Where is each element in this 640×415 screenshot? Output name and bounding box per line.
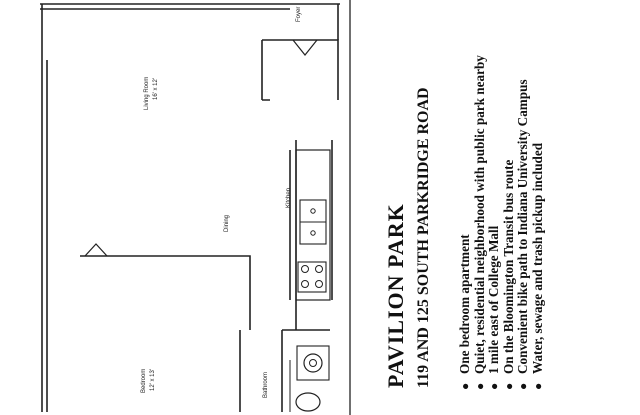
room-label-kitchen: Kitchen: [286, 188, 292, 208]
bathroom-sink: [303, 353, 323, 373]
room-label-bedroom: Bedroom: [141, 369, 147, 393]
stove-burner-2: [315, 265, 323, 273]
foyer-closet-door: [292, 39, 318, 56]
bullet-icon: ●: [530, 382, 545, 390]
property-name: PAVILION PARK: [383, 203, 408, 388]
feature-text: Quiet, residential neighborhood with pub…: [471, 55, 487, 374]
room-size-bedroom: 12' x 13': [150, 369, 156, 391]
room-label-bathroom: Bathroom: [263, 372, 269, 398]
feature-text: Water, sewage and trash pickup included: [529, 142, 545, 374]
feature-text: 1 mile east of College Mall: [486, 225, 502, 374]
bullet-icon: ●: [487, 382, 502, 390]
room-label-foyer: Foyer: [296, 7, 302, 22]
bullet-icon: ●: [458, 382, 472, 390]
bathroom-vanity: [296, 345, 330, 381]
feature-text: On the Bloomington Transit bus route: [500, 159, 516, 374]
dining-partition: [80, 255, 251, 330]
kitchen-counter: [295, 149, 331, 301]
bedroom-door: [84, 243, 108, 257]
room-label-dining: Dining: [224, 215, 230, 232]
sink-drain-2: [310, 230, 316, 236]
sink-drain-1: [310, 208, 316, 214]
list-item: ● Water, sewage and trash pickup included: [529, 55, 546, 390]
stove-burner-1: [301, 265, 309, 273]
bathroom-wall: [281, 300, 330, 412]
toilet: [295, 392, 321, 412]
kitchen-stove: [297, 261, 327, 293]
list-item: ● 1 mile east of College Mall: [486, 55, 502, 390]
bullet-icon: ●: [516, 382, 531, 390]
list-item: ● One bedroom apartment: [457, 55, 473, 390]
property-address: 119 AND 125 SOUTH PARKRIDGE ROAD: [415, 87, 432, 388]
room-size-living-room: 16' x 12': [153, 78, 159, 100]
feature-list: ●One bedroom apartment ●Quiet, residenti…: [457, 55, 546, 390]
room-label-living-room: Living Room: [144, 77, 150, 110]
list-item: ● Convenient bike path to Indiana Univers…: [515, 55, 531, 390]
bullet-icon: ●: [472, 382, 487, 390]
bathroom-sink-drain: [309, 359, 317, 367]
list-item: ● Quiet, residential neighborhood with pu…: [471, 55, 488, 390]
feature-text: Convenient bike path to Indiana Universi…: [515, 79, 531, 374]
stove-burner-3: [301, 280, 309, 288]
stove-burner-4: [315, 280, 323, 288]
feature-text: One bedroom apartment: [457, 234, 472, 374]
bullet-icon: ●: [501, 382, 516, 390]
list-item: ● On the Bloomington Transit bus route: [500, 55, 517, 390]
